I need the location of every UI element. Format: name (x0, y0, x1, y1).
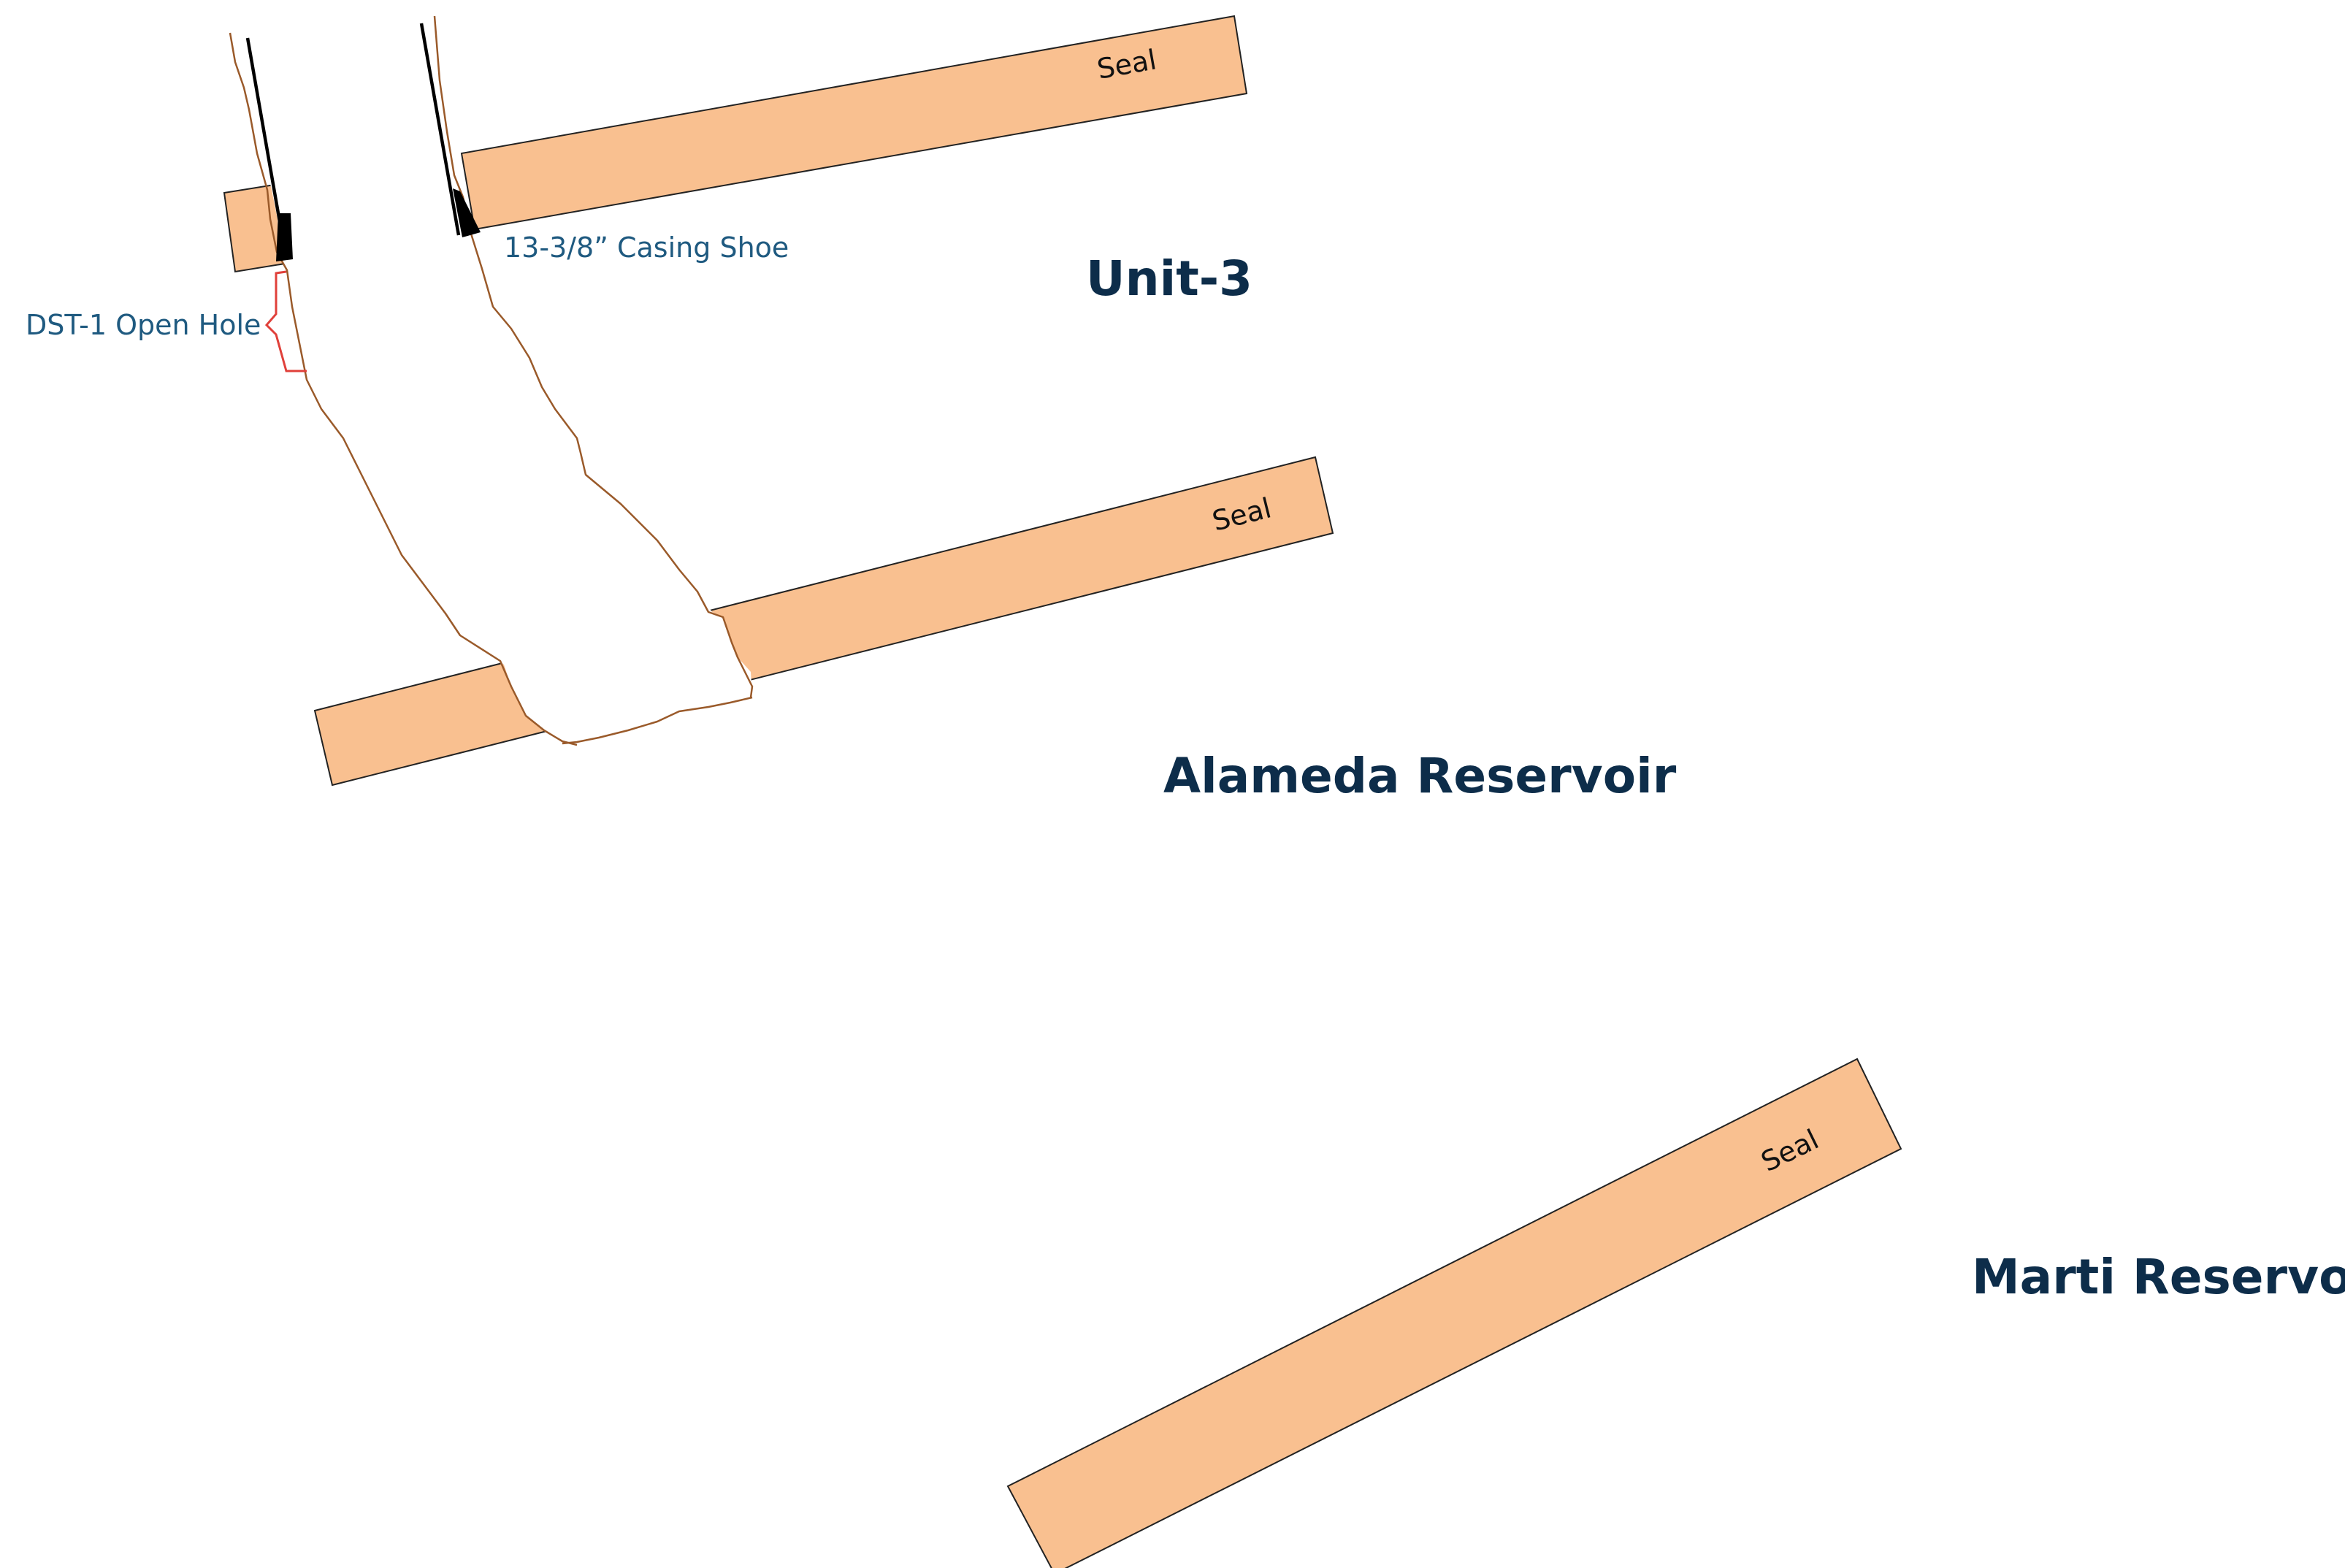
casing-shoe-left (276, 213, 293, 261)
dst-open-hole-label: DST-1 Open Hole (26, 309, 261, 341)
borehole-fill (230, 18, 752, 745)
borehole-bottom (562, 696, 753, 745)
open-hole-bracket (264, 270, 307, 372)
seal-band-upper (460, 15, 1248, 231)
borehole-wall-left (229, 32, 578, 746)
alameda-reservoir-label: Alameda Reservoir (1163, 748, 1677, 804)
casing-shoe-label: 13-3/8” Casing Shoe (504, 232, 789, 264)
casing-string-right (419, 23, 461, 236)
casing-shoe-right (453, 188, 481, 237)
marti-reservoir-label: Marti Reservoir (1972, 1249, 2345, 1305)
seal-band-lower (1006, 1058, 1902, 1568)
unit-3-label: Unit-3 (1086, 251, 1252, 307)
